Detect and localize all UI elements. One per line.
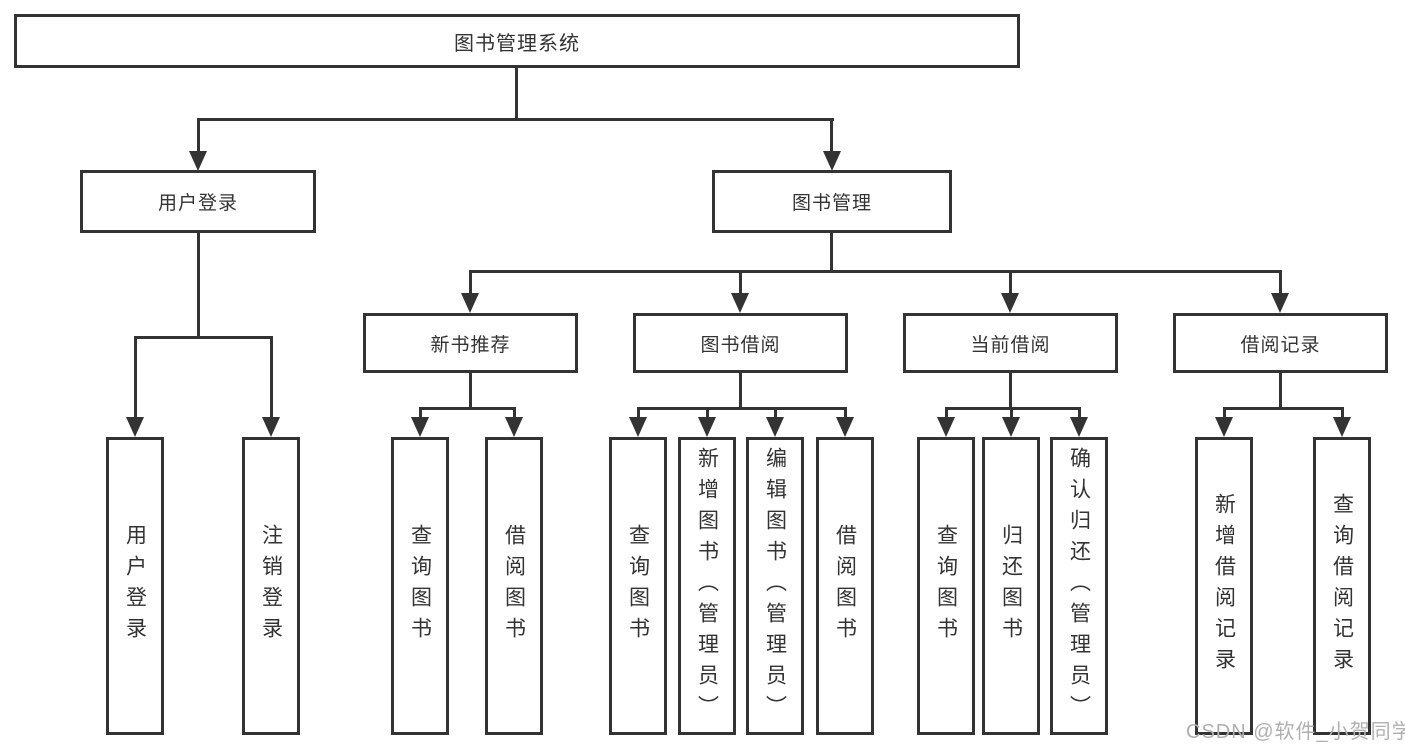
- connector-leaf-drop: [419, 407, 422, 420]
- connector-recommend-stem: [469, 373, 472, 407]
- leaf-query-books-borrowing: 查询图书: [609, 437, 667, 735]
- arrow-down-icon: [262, 417, 280, 437]
- connector-book-mgmt-drop: [830, 118, 833, 154]
- node-library-management-system: 图书管理系统: [14, 14, 1020, 68]
- connector-level2-branch: [197, 118, 834, 121]
- node-user-login: 用户登录: [80, 170, 316, 233]
- leaf-label: 注销登录: [259, 524, 284, 648]
- connector-user-login-branch: [134, 336, 273, 339]
- node-label: 图书借阅: [700, 334, 781, 356]
- connector-leaf-drop: [1341, 407, 1344, 420]
- arrow-down-icon: [1002, 417, 1020, 437]
- arrow-down-icon: [1271, 293, 1289, 313]
- node-label: 图书管理: [791, 193, 872, 214]
- leaf-label: 查询图书: [934, 524, 959, 648]
- leaf-label: 查询图书: [408, 524, 433, 648]
- connector-leaf-drop: [1010, 407, 1013, 420]
- node-label: 用户登录: [157, 193, 238, 214]
- connector-level3-drop: [469, 270, 472, 295]
- leaf-query-books-current: 查询图书: [917, 437, 975, 735]
- leaf-confirm-return-admin: 确认归还（管理员）: [1050, 437, 1108, 735]
- node-label: 当前借阅: [970, 334, 1051, 356]
- arrow-down-icon: [1001, 293, 1019, 313]
- leaf-label: 查询图书: [626, 524, 651, 648]
- connector-user-login-drop: [197, 118, 200, 154]
- arrow-down-icon: [505, 417, 523, 437]
- connector-leaf-drop: [637, 407, 640, 420]
- node-borrowing-records: 借阅记录: [1173, 313, 1388, 373]
- arrow-down-icon: [411, 417, 429, 437]
- connector-current-branch: [945, 407, 1081, 410]
- connector-leaf-drop: [1223, 407, 1226, 420]
- leaf-query-borrow-record: 查询借阅记录: [1313, 437, 1371, 735]
- connector-leaf-drop: [844, 407, 847, 420]
- leaf-add-book-admin: 新增图书（管理员）: [678, 437, 736, 735]
- leaf-logout: 注销登录: [242, 437, 300, 735]
- connector-leaf-drop: [706, 407, 709, 420]
- leaf-return-book: 归还图书: [982, 437, 1040, 735]
- arrow-down-icon: [1333, 417, 1351, 437]
- leaf-query-books-recommend: 查询图书: [391, 437, 449, 735]
- connector-records-stem: [1279, 373, 1282, 407]
- connector-recommend-branch: [419, 407, 516, 410]
- connector-level3-branch: [469, 270, 1282, 273]
- leaf-borrow-books: 借阅图书: [816, 437, 874, 735]
- arrow-down-icon: [823, 151, 841, 171]
- connector-records-branch: [1223, 407, 1344, 410]
- node-book-management: 图书管理: [712, 170, 952, 233]
- node-label: 图书管理系统: [454, 32, 580, 55]
- arrow-down-icon: [1070, 417, 1088, 437]
- connector-leaf-drop: [134, 336, 137, 419]
- arrow-down-icon: [937, 417, 955, 437]
- node-new-book-recommendation: 新书推荐: [363, 313, 578, 373]
- leaf-user-login: 用户登录: [106, 437, 164, 735]
- arrow-down-icon: [189, 151, 207, 171]
- arrow-down-icon: [836, 417, 854, 437]
- connector-level3-drop: [1279, 270, 1282, 295]
- leaf-label: 用户登录: [123, 524, 148, 648]
- arrow-down-icon: [698, 417, 716, 437]
- node-label: 新书推荐: [430, 334, 511, 356]
- connector-book-mgmt-stem: [830, 233, 833, 270]
- leaf-label: 查询借阅记录: [1330, 493, 1355, 679]
- leaf-label: 借阅图书: [502, 524, 527, 648]
- arrow-down-icon: [731, 293, 749, 313]
- connector-borrowing-stem: [739, 373, 742, 407]
- node-current-borrowing: 当前借阅: [903, 313, 1118, 373]
- connector-leaf-drop: [1078, 407, 1081, 420]
- leaf-label: 新增借阅记录: [1212, 493, 1237, 679]
- node-label: 借阅记录: [1240, 334, 1321, 356]
- node-book-borrowing: 图书借阅: [633, 313, 848, 373]
- leaf-label: 归还图书: [999, 524, 1024, 648]
- connector-borrowing-branch: [637, 407, 847, 410]
- connector-leaf-drop: [270, 336, 273, 419]
- leaf-edit-book-admin: 编辑图书（管理员）: [746, 437, 804, 735]
- arrow-down-icon: [126, 417, 144, 437]
- leaf-label: 借阅图书: [833, 524, 858, 648]
- connector-user-login-stem: [197, 233, 200, 336]
- leaf-add-borrow-record: 新增借阅记录: [1195, 437, 1253, 735]
- leaf-label: 编辑图书（管理员）: [763, 446, 788, 726]
- arrow-down-icon: [766, 417, 784, 437]
- leaf-borrow-books-recommend: 借阅图书: [485, 437, 543, 735]
- arrow-down-icon: [629, 417, 647, 437]
- arrow-down-icon: [1215, 417, 1233, 437]
- connector-root-stem: [515, 68, 518, 118]
- connector-leaf-drop: [945, 407, 948, 420]
- leaf-label: 新增图书（管理员）: [695, 446, 720, 726]
- leaf-label: 确认归还（管理员）: [1067, 446, 1092, 726]
- connector-level3-drop: [1009, 270, 1012, 295]
- connector-level3-drop: [739, 270, 742, 295]
- connector-current-stem: [1009, 373, 1012, 407]
- arrow-down-icon: [461, 293, 479, 313]
- connector-leaf-drop: [513, 407, 516, 420]
- csdn-watermark: CSDN @软件_小贺同学: [1186, 721, 1405, 743]
- connector-leaf-drop: [774, 407, 777, 420]
